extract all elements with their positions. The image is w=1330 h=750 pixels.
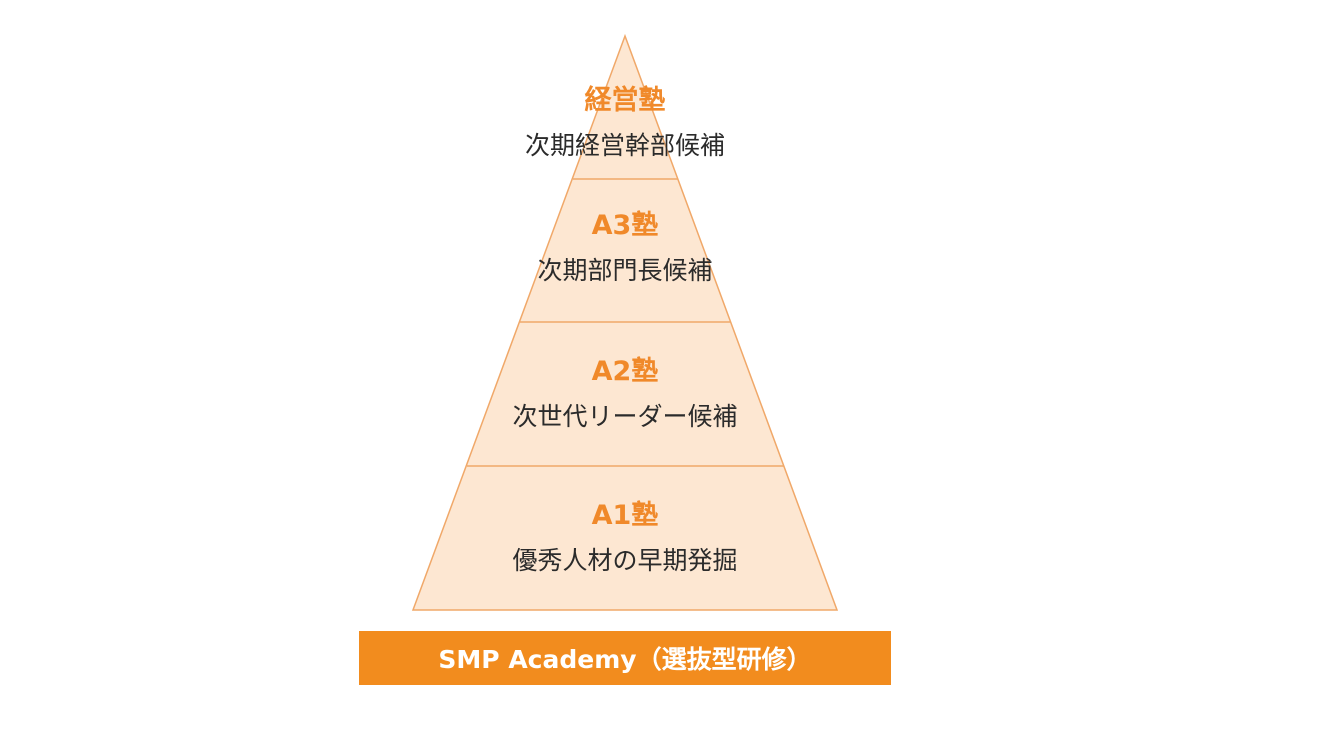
tier-1-title: 経営塾 (584, 85, 666, 116)
tier-3-title: A2塾 (591, 356, 659, 387)
academy-banner-label: SMP Academy（選抜型研修） (438, 645, 812, 674)
tier-2-title: A3塾 (591, 210, 659, 241)
tier-4-title: A1塾 (591, 500, 659, 531)
academy-banner: SMP Academy（選抜型研修） (359, 631, 891, 685)
tier-2-description: 次期部門長候補 (537, 256, 713, 285)
tier-3-description: 次世代リーダー候補 (512, 402, 738, 431)
tier-1-description: 次期経営幹部候補 (524, 131, 725, 160)
tier-4-description: 優秀人材の早期発掘 (512, 546, 738, 575)
